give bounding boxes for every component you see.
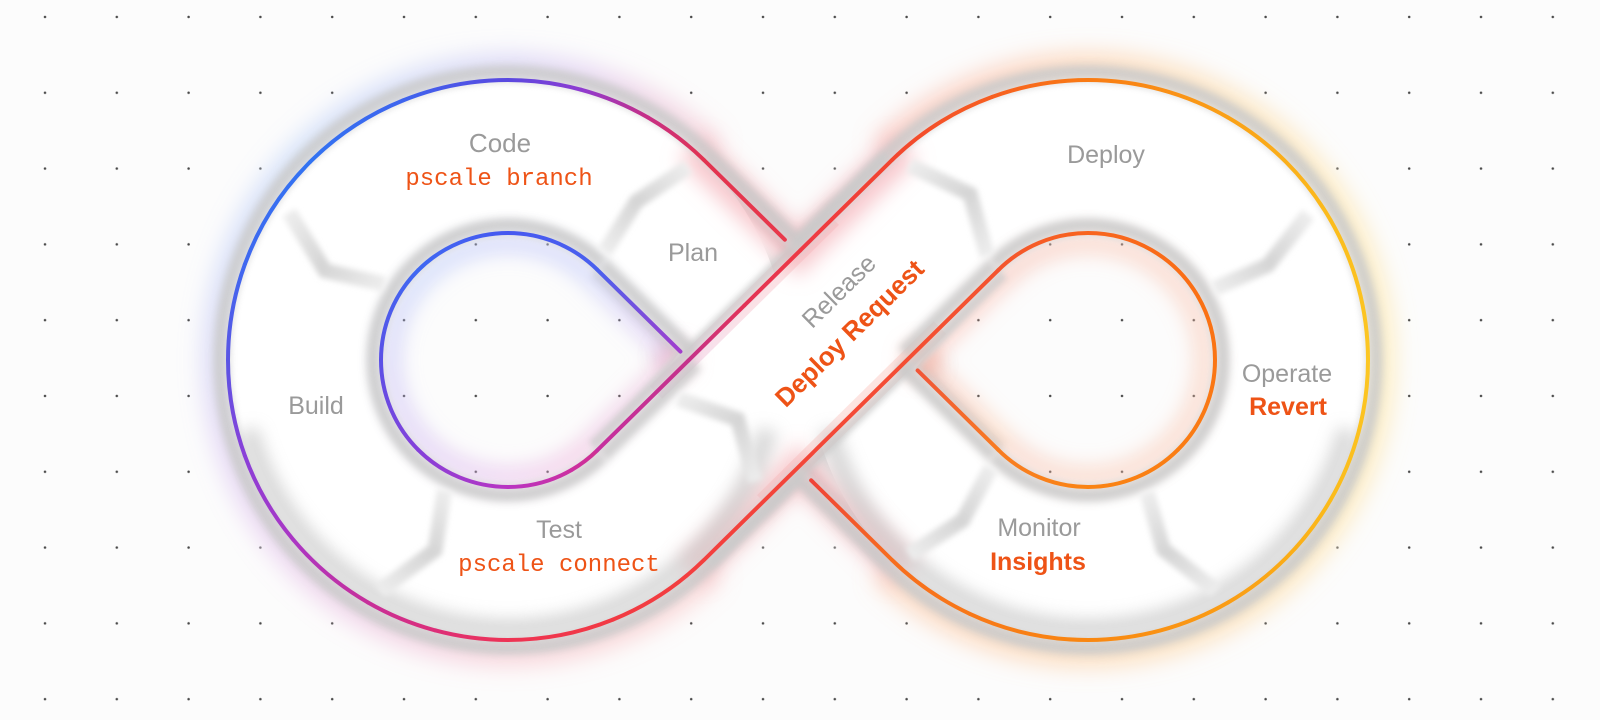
svg-text:Monitor: Monitor (997, 514, 1080, 542)
svg-text:Build: Build (288, 392, 344, 420)
svg-text:Code: Code (469, 128, 531, 158)
svg-text:pscale connect: pscale connect (458, 552, 660, 579)
svg-text:Deploy: Deploy (1067, 141, 1145, 169)
svg-text:pscale branch: pscale branch (405, 166, 592, 193)
svg-text:Plan: Plan (668, 239, 718, 267)
svg-text:Revert: Revert (1249, 393, 1327, 421)
svg-text:Test: Test (536, 516, 582, 544)
svg-text:Insights: Insights (990, 548, 1086, 576)
svg-text:Operate: Operate (1242, 360, 1332, 388)
